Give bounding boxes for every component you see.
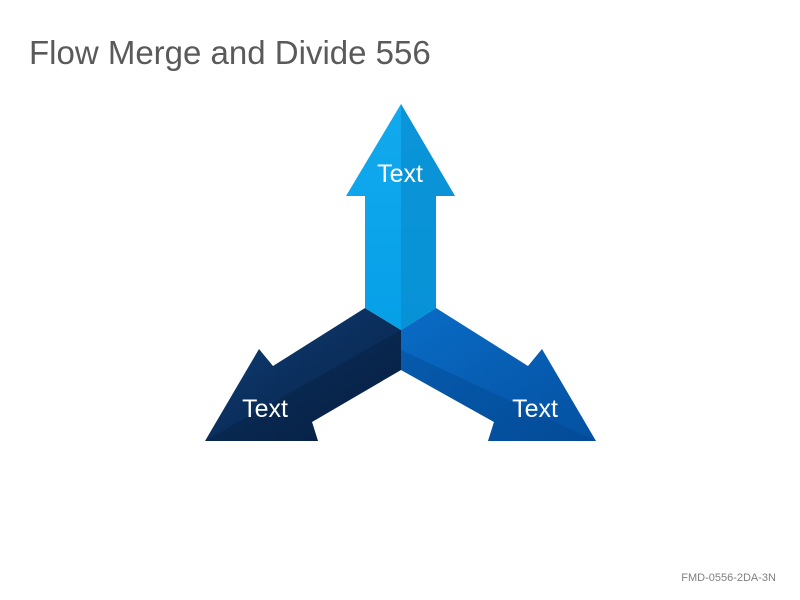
arrow-up: Text <box>346 104 455 330</box>
arrow-right-body <box>401 308 596 441</box>
arrow-left-body <box>205 308 401 441</box>
arrow-up-shade <box>401 104 455 330</box>
slide-title: Flow Merge and Divide 556 <box>29 34 431 71</box>
arrow-left-shade <box>205 330 401 441</box>
footer-code: FMD-0556-2DA-3N <box>681 572 776 584</box>
arrow-right-label: Text <box>512 395 558 423</box>
arrow-up-body <box>346 104 455 330</box>
arrow-left: Text <box>205 308 401 441</box>
arrow-right-shade <box>401 350 596 441</box>
arrow-left-label: Text <box>242 395 288 423</box>
arrow-right: Text <box>401 308 596 441</box>
arrow-up-label: Text <box>377 160 423 188</box>
